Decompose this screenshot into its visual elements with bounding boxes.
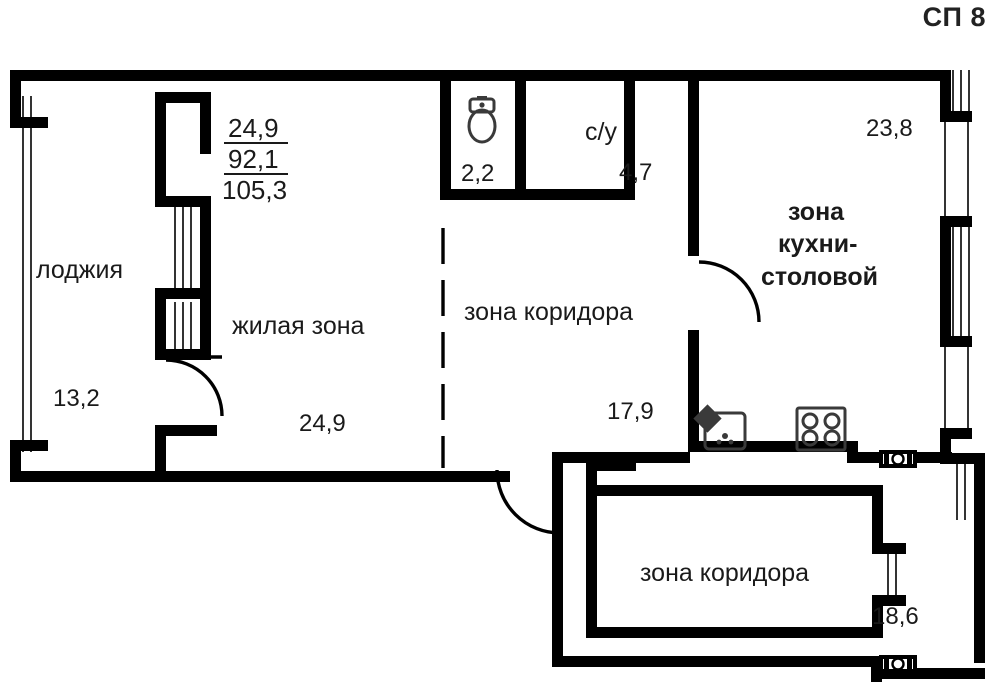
- wall-right-jamb1: [940, 111, 972, 122]
- room-label-corridor-main: зона коридора: [464, 298, 633, 326]
- wall-right-mid: [940, 216, 951, 346]
- stove-icon: [795, 406, 847, 452]
- room-label-kitchen-line3: столовой: [761, 263, 878, 291]
- wall-loggia-bottom-stub: [155, 425, 217, 436]
- wall-lowercorr-connector: [586, 460, 597, 490]
- wall-bottom-left-outer: [10, 471, 510, 482]
- wall-lowercorr-left-outer: [552, 452, 563, 667]
- summary-line-2: 92,1: [228, 144, 279, 174]
- loggia-window-glass: [174, 200, 192, 295]
- wall-lowercorr-connector-top: [586, 460, 636, 471]
- toilet-icon: [467, 96, 497, 144]
- wall-lowercorr-inner-left: [586, 485, 597, 638]
- room-label-kitchen-line1: зона: [788, 198, 845, 226]
- wall-bottomleft-cap: [10, 440, 48, 451]
- window-right-glass-b: [944, 347, 969, 430]
- wall-topleft-cap: [10, 117, 48, 128]
- window-right-3: [956, 455, 966, 520]
- loggia-glazing: [22, 96, 32, 452]
- labels-group: 24,9 92,1 105,3 лоджия 13,2 жилая зона 2…: [36, 113, 919, 630]
- door-kitchen-arc: [698, 260, 761, 323]
- wall-right-step-h: [940, 453, 985, 464]
- doors-group: [165, 260, 761, 535]
- window-right-1: [952, 70, 970, 120]
- room-area-corridor-lower: 18,6: [872, 603, 919, 630]
- wall-lowercorr-bottom: [552, 656, 882, 667]
- wall-bottomleft-return: [10, 440, 21, 482]
- loggia-door-glass: [174, 302, 192, 352]
- wall-partition-top: [155, 92, 211, 103]
- room-area-kitchen: 23,8: [866, 115, 913, 142]
- vent-icon-lower: [879, 655, 917, 673]
- wall-loggia-lower: [155, 288, 166, 360]
- summary-line-3: 105,3: [222, 175, 287, 205]
- wall-lowercorr-inner-bottom: [586, 627, 883, 638]
- page-title: СП 8: [922, 2, 986, 32]
- wall-lowercorr-top-left: [552, 452, 630, 463]
- wall-right-lower-outer: [974, 453, 985, 663]
- wall-kitchen-left-upper: [688, 81, 699, 256]
- room-area-corridor-main: 17,9: [607, 398, 654, 425]
- wall-right-step-v: [940, 428, 951, 464]
- wall-bath-bottom: [495, 189, 635, 200]
- wall-right-jamb4: [940, 428, 972, 439]
- wall-topleft-return: [10, 70, 21, 128]
- wall-toilet-right: [515, 81, 526, 200]
- wall-toilet-bottom-left: [440, 189, 502, 200]
- wall-lowercorr-inner-right-bot: [872, 595, 883, 638]
- room-label-living: жилая зона: [232, 312, 365, 340]
- walls-group: [10, 70, 985, 682]
- window-right-2: [952, 218, 970, 345]
- wall-top-outer: [10, 70, 950, 81]
- room-area-loggia: 13,2: [53, 385, 100, 412]
- wall-lowercorr-inner-top: [586, 485, 883, 496]
- room-area-bath: 4,7: [619, 159, 652, 186]
- wall-partition-right-upper: [200, 92, 211, 154]
- room-label-kitchen-line2: кухни-: [778, 230, 857, 258]
- window-lowercorr: [887, 551, 897, 598]
- wall-lowercorr-jamb-bot: [872, 595, 906, 606]
- wall-loggia-door-head: [155, 349, 211, 360]
- window-right-glass-a: [944, 122, 969, 220]
- room-area-toilet: 2,2: [461, 160, 494, 187]
- room-area-living: 24,9: [299, 410, 346, 437]
- wall-loggia-bottom: [155, 425, 166, 471]
- wall-kitchen-left-lower: [688, 330, 699, 452]
- wall-lowercorr-bottom-right: [871, 668, 985, 679]
- room-label-bath: с/у: [585, 118, 617, 146]
- wall-bath-right: [624, 81, 635, 200]
- summary-line-1: 24,9: [228, 113, 279, 143]
- wall-lowercorr-jamb-top: [872, 543, 906, 554]
- wall-kitchen-bottom: [688, 441, 858, 452]
- vent-icon-upper: [879, 450, 917, 468]
- room-label-loggia: лоджия: [36, 256, 123, 284]
- wall-corr-bottom-right: [630, 452, 690, 463]
- wall-loggia-window-right: [200, 196, 211, 299]
- sink-icon: [693, 404, 747, 451]
- door-loggia-arc: [165, 358, 224, 417]
- wall-right-jamb3: [940, 336, 972, 347]
- door-lowercorr-arc: [495, 469, 561, 535]
- wall-lowercorr-inner-right-top: [872, 485, 883, 553]
- room-label-corridor-lower: зона коридора: [640, 559, 809, 587]
- wall-right-jamb2: [940, 216, 972, 227]
- wall-right-top: [940, 70, 951, 122]
- wall-toilet-left: [440, 81, 451, 200]
- wall-loggia-upper: [155, 92, 166, 207]
- wall-loggia-door-frame: [200, 299, 211, 360]
